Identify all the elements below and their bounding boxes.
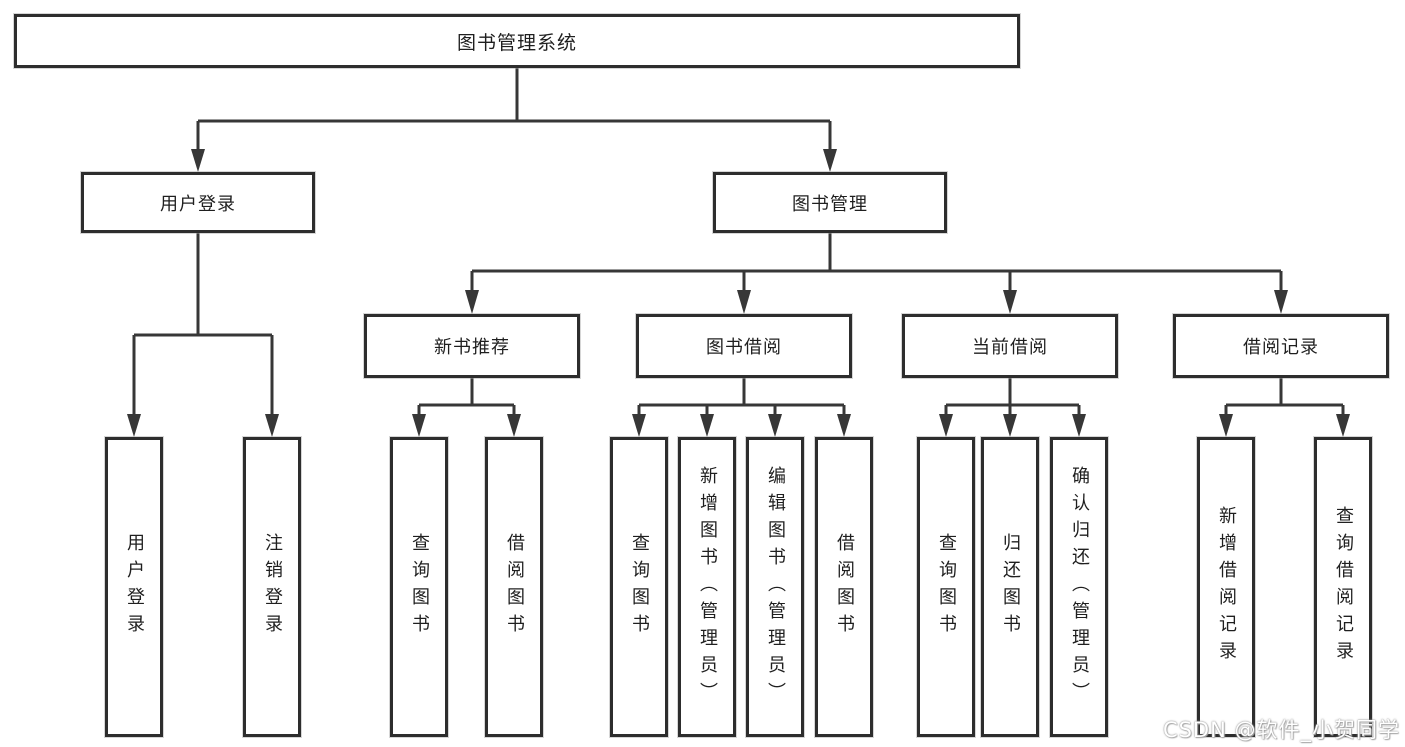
leaf-edit-books-admin-label: 编辑图书（管理员） [765, 465, 786, 709]
node-root-label: 图书管理系统 [456, 31, 577, 54]
leaf-add-books-admin-label: 新增图书（管理员） [697, 465, 718, 709]
leaf-newrec-query-books: 查询图书 [390, 437, 448, 737]
node-current-borrowing-label: 当前借阅 [972, 337, 1048, 358]
csdn-watermark: CSDN @软件_小贺同学 [1162, 718, 1400, 742]
node-book-management-label: 图书管理 [792, 193, 868, 215]
leaf-edit-books-admin: 编辑图书（管理员） [746, 437, 804, 737]
leaf-user-login: 用户登录 [105, 437, 163, 737]
leaf-current-query-books-label: 查询图书 [936, 533, 957, 641]
node-book-borrowing: 图书借阅 [636, 314, 852, 378]
leaf-borrowing-query-books-label: 查询图书 [629, 533, 650, 641]
node-book-borrowing-label: 图书借阅 [706, 337, 782, 358]
leaf-borrowing-query-books: 查询图书 [610, 437, 668, 737]
leaf-borrowing-borrow-books-label: 借阅图书 [834, 533, 855, 641]
leaf-logout-label: 注销登录 [262, 533, 283, 641]
node-root: 图书管理系统 [14, 14, 1020, 68]
leaf-confirm-return-admin: 确认归还（管理员） [1050, 437, 1108, 737]
node-borrowing-records: 借阅记录 [1173, 314, 1389, 378]
node-book-management: 图书管理 [713, 172, 947, 233]
node-new-book-recommend: 新书推荐 [364, 314, 580, 378]
node-borrowing-records-label: 借阅记录 [1243, 337, 1319, 358]
leaf-query-borrow-record: 查询借阅记录 [1314, 437, 1372, 737]
arrowheads [127, 149, 1350, 437]
leaf-query-borrow-record-label: 查询借阅记录 [1333, 506, 1354, 668]
node-new-book-recommend-label: 新书推荐 [434, 337, 510, 358]
leaf-return-books: 归还图书 [981, 437, 1039, 737]
leaf-add-borrow-record: 新增借阅记录 [1197, 437, 1255, 737]
leaf-borrowing-borrow-books: 借阅图书 [815, 437, 873, 737]
node-user-login: 用户登录 [81, 172, 315, 233]
leaf-newrec-query-books-label: 查询图书 [409, 533, 430, 641]
leaf-return-books-label: 归还图书 [1000, 533, 1021, 641]
leaf-confirm-return-admin-label: 确认归还（管理员） [1069, 465, 1090, 709]
leaf-newrec-borrow-books: 借阅图书 [485, 437, 543, 737]
leaf-logout: 注销登录 [243, 437, 301, 737]
leaf-add-books-admin: 新增图书（管理员） [678, 437, 736, 737]
leaf-user-login-label: 用户登录 [124, 533, 145, 641]
leaf-add-borrow-record-label: 新增借阅记录 [1216, 506, 1237, 668]
node-user-login-label: 用户登录 [160, 193, 236, 215]
leaf-current-query-books: 查询图书 [917, 437, 975, 737]
leaf-newrec-borrow-books-label: 借阅图书 [504, 533, 525, 641]
node-current-borrowing: 当前借阅 [902, 314, 1118, 378]
